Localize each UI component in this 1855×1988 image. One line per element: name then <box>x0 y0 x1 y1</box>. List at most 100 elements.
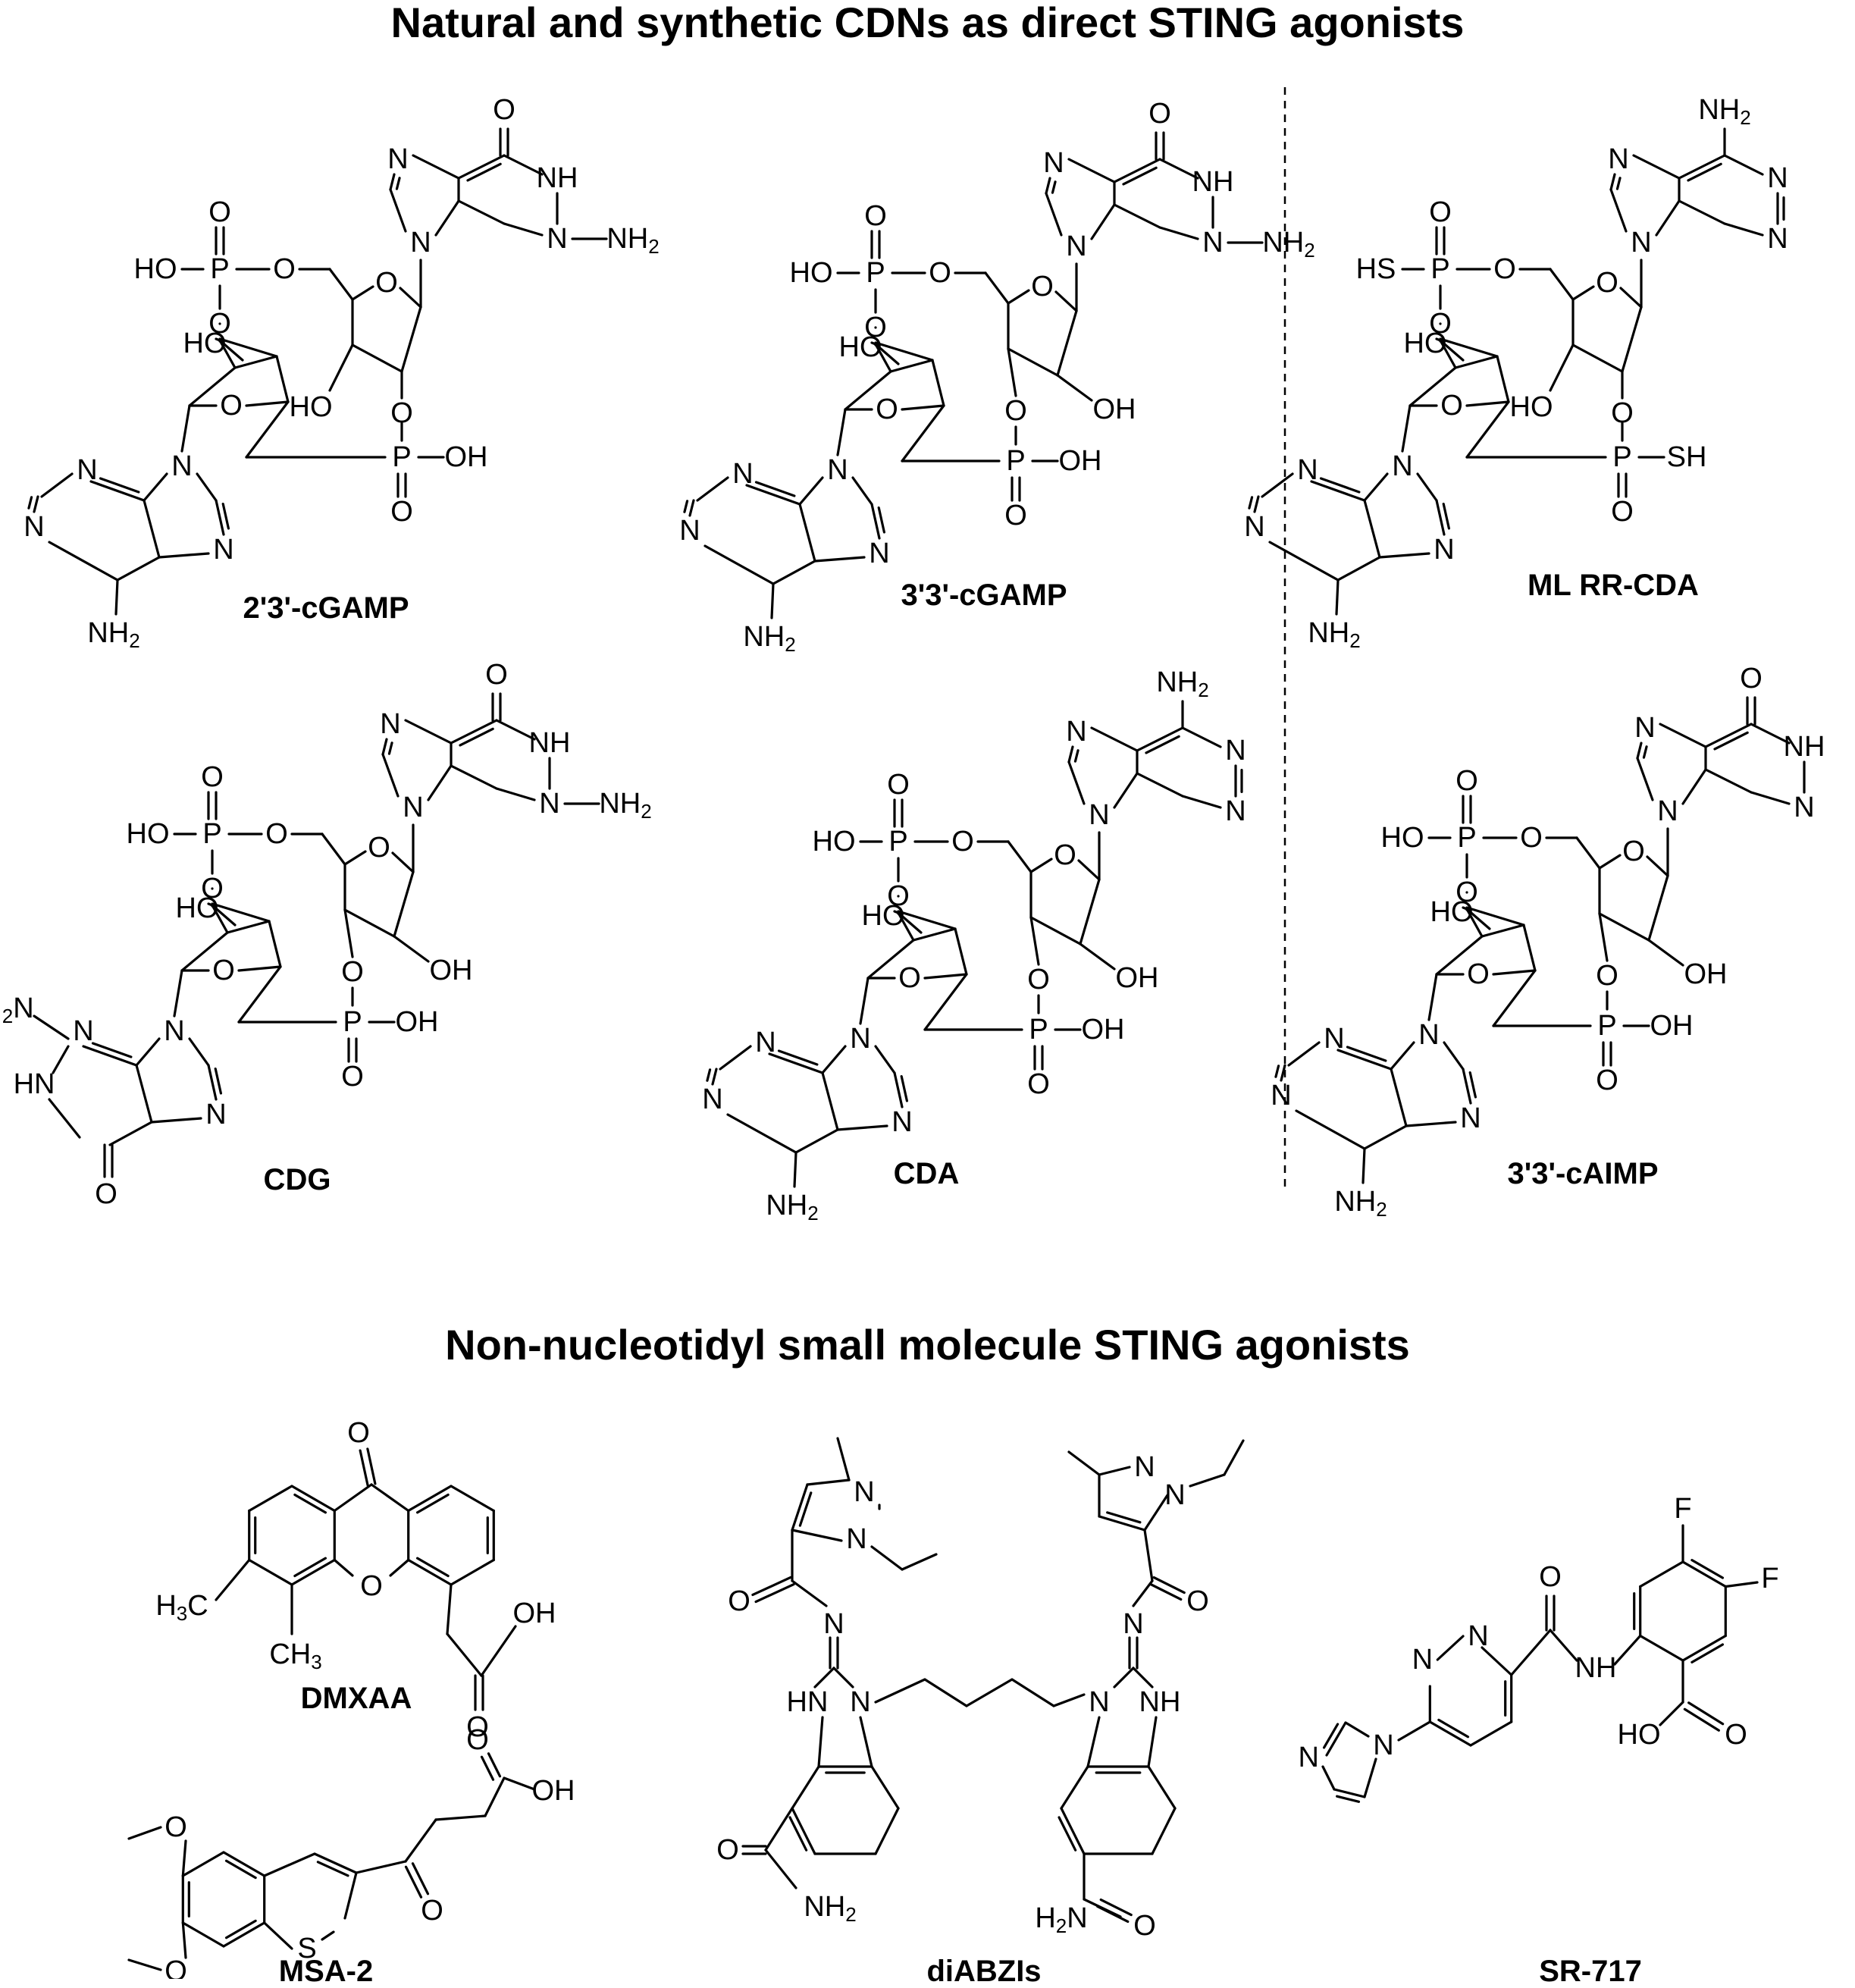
bond <box>218 339 244 362</box>
atom-label: P <box>866 257 885 289</box>
bond <box>859 977 870 1025</box>
bond <box>1060 1807 1086 1855</box>
atom-label: P <box>1029 1014 1048 1046</box>
bond <box>82 1045 138 1067</box>
atom-label: O <box>1725 1719 1747 1751</box>
bond <box>791 1483 809 1532</box>
bond <box>798 1491 813 1527</box>
bond <box>821 1071 839 1131</box>
atom-label: O <box>1148 98 1171 130</box>
atom-label: NH2 <box>743 621 795 656</box>
bond <box>1151 1807 1177 1855</box>
atom-label: O <box>347 1417 370 1449</box>
bond <box>901 1553 938 1571</box>
bond <box>1346 1046 1387 1062</box>
bond <box>1390 1068 1408 1127</box>
bond <box>188 1037 210 1067</box>
bond <box>1280 1064 1286 1082</box>
atom-label: O <box>864 200 887 232</box>
bond <box>832 1667 854 1689</box>
bond <box>446 1583 453 1635</box>
bond <box>1086 1716 1101 1768</box>
bond <box>1639 1560 1684 1588</box>
bond <box>48 1098 81 1139</box>
bond <box>316 1861 349 1877</box>
bond <box>1443 1041 1465 1071</box>
bond <box>333 1483 373 1513</box>
bond <box>1690 1643 1725 1663</box>
atom-label: O <box>485 659 508 691</box>
bond <box>984 271 1010 305</box>
bond <box>1690 1559 1725 1579</box>
bond <box>218 337 278 358</box>
atom-label: NH2 <box>1698 94 1750 129</box>
bond <box>1253 495 1260 513</box>
bond <box>851 476 873 506</box>
bond <box>143 472 168 502</box>
bond <box>226 920 271 934</box>
atom-label: N <box>1608 143 1628 175</box>
bond <box>158 552 210 559</box>
atom-label: HO <box>862 900 905 932</box>
bond <box>480 1625 517 1677</box>
bond <box>1090 726 1139 752</box>
bond <box>1681 1634 1727 1662</box>
bond <box>328 343 354 392</box>
bond <box>446 1632 483 1677</box>
bond <box>150 1117 202 1124</box>
bond <box>788 1816 808 1852</box>
atom-label: N <box>539 788 559 820</box>
bond <box>965 1678 1014 1707</box>
bond <box>214 1067 223 1095</box>
bond <box>870 1545 904 1571</box>
bond <box>333 1558 354 1577</box>
bond <box>1549 343 1575 392</box>
atom-label: OH <box>532 1775 575 1807</box>
bond <box>793 1151 797 1188</box>
bond <box>726 1113 797 1154</box>
bond <box>897 910 957 930</box>
bond <box>1054 290 1078 312</box>
atom-label: O <box>1455 765 1478 797</box>
bond <box>1223 1439 1245 1476</box>
atom-label: N <box>1324 1023 1344 1055</box>
bond <box>1454 355 1499 369</box>
atom-label: HO <box>1510 391 1553 423</box>
atom-label: HO <box>183 328 227 359</box>
bond <box>366 1447 377 1485</box>
bond <box>207 1064 218 1101</box>
bond <box>1067 745 1074 764</box>
atom-label: O <box>716 1834 739 1866</box>
atom-label: N <box>755 1027 776 1058</box>
bond <box>127 1958 162 1971</box>
atom-label: N <box>380 708 400 740</box>
bond <box>870 1765 900 1810</box>
atom-label: HO <box>1430 896 1474 928</box>
bond <box>1435 337 1442 342</box>
bond <box>293 1493 327 1514</box>
bond <box>1143 1494 1169 1532</box>
atom-label: N <box>827 454 848 486</box>
bond <box>874 341 934 362</box>
bond <box>1462 1068 1472 1105</box>
bond <box>196 472 218 502</box>
bond <box>1363 499 1381 559</box>
bond <box>1615 177 1622 190</box>
bond <box>1492 969 1537 976</box>
bond <box>1681 1560 1727 1588</box>
atom-label: O <box>1004 500 1027 531</box>
bond <box>233 355 278 369</box>
bond <box>487 1752 502 1778</box>
bond <box>1598 912 1609 962</box>
bond <box>874 1045 896 1074</box>
bond <box>1750 723 1791 745</box>
atom-label: O <box>421 1895 443 1927</box>
atom-label: OH <box>513 1598 556 1629</box>
bond <box>263 1921 293 1950</box>
atom-label: S <box>297 1933 316 1964</box>
bond <box>1145 735 1180 754</box>
bond <box>359 1449 369 1487</box>
atom-label: O <box>1440 390 1463 422</box>
bond <box>1465 906 1525 927</box>
